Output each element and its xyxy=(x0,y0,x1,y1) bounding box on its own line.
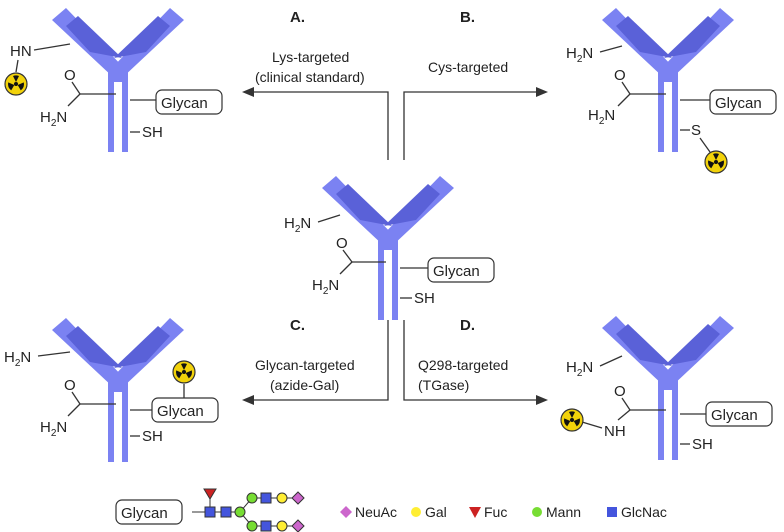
antibody-b: H2N O H2N Glycan S xyxy=(566,8,777,174)
svg-text:SH: SH xyxy=(142,124,163,141)
route-d-line2: (TGase) xyxy=(418,377,469,393)
svg-text:H2N: H2N xyxy=(40,419,67,439)
legend-glcnac-symbol xyxy=(607,507,617,517)
antibody-d: H2N O NH Glycan SH xyxy=(560,316,773,460)
svg-text:NH: NH xyxy=(604,423,626,440)
radiolabel-d xyxy=(560,408,584,432)
legend-mann-label: Mann xyxy=(546,504,581,520)
route-c-line2: (azide-Gal) xyxy=(270,377,339,393)
svg-text:O: O xyxy=(64,377,76,394)
radiolabel-b xyxy=(704,150,728,174)
radiolabel-c xyxy=(172,360,196,384)
route-a-line2: (clinical standard) xyxy=(255,69,365,85)
svg-text:Glycan: Glycan xyxy=(711,407,758,424)
svg-text:H2N: H2N xyxy=(588,107,615,127)
svg-text:Glycan: Glycan xyxy=(157,403,204,420)
legend-gal-symbol xyxy=(411,507,421,517)
glycan-box-label: Glycan xyxy=(433,263,480,280)
radiolabel-a xyxy=(4,72,28,96)
legend-fuc-symbol xyxy=(469,507,481,518)
svg-text:H2N: H2N xyxy=(566,359,593,379)
glycan-legend: Glycan NeuAc Gal Fuc Mann GlcNac xyxy=(115,488,667,532)
legend-fuc-label: Fuc xyxy=(484,504,507,520)
svg-text:H2N: H2N xyxy=(40,109,67,129)
legend-glycan-box: Glycan xyxy=(121,505,168,522)
svg-text:S: S xyxy=(691,122,701,139)
svg-text:H2N: H2N xyxy=(566,45,593,65)
route-a-letter: A. xyxy=(290,9,305,26)
legend-neuac-label: NeuAc xyxy=(355,504,397,520)
svg-text:O: O xyxy=(64,67,76,84)
antibody-a: HN O H2N Glycan SH xyxy=(4,8,223,152)
svg-text:Glycan: Glycan xyxy=(715,95,762,112)
amide-label: H2N xyxy=(312,277,339,297)
a-hn-label: HN xyxy=(10,43,32,60)
antibody-c: H2N O H2N Glycan SH xyxy=(4,318,219,462)
route-c-line1: Glycan-targeted xyxy=(255,357,355,373)
svg-text:O: O xyxy=(614,67,626,84)
legend-glcnac-label: GlcNac xyxy=(621,504,667,520)
legend-gal-label: Gal xyxy=(425,504,447,520)
glycan-structure xyxy=(192,488,305,532)
oxygen-label: O xyxy=(336,235,348,252)
antibody-center: H2N O H2N Glycan SH xyxy=(284,176,495,320)
svg-text:H2N: H2N xyxy=(4,349,31,369)
route-a-line1: Lys-targeted xyxy=(272,49,349,65)
route-d-line1: Q298-targeted xyxy=(418,357,508,373)
thiol-label: SH xyxy=(414,290,435,307)
route-b-letter: B. xyxy=(460,9,475,26)
arrows xyxy=(250,91,540,401)
svg-text:O: O xyxy=(614,383,626,400)
legend-neuac-symbol xyxy=(340,506,352,518)
route-d-letter: D. xyxy=(460,317,475,334)
route-c-letter: C. xyxy=(290,317,305,334)
amine-label: H2N xyxy=(284,215,311,235)
svg-text:SH: SH xyxy=(692,436,713,453)
svg-text:Glycan: Glycan xyxy=(161,95,208,112)
legend-mann-symbol xyxy=(532,507,542,517)
svg-text:SH: SH xyxy=(142,428,163,445)
route-b-line1: Cys-targeted xyxy=(428,59,508,75)
